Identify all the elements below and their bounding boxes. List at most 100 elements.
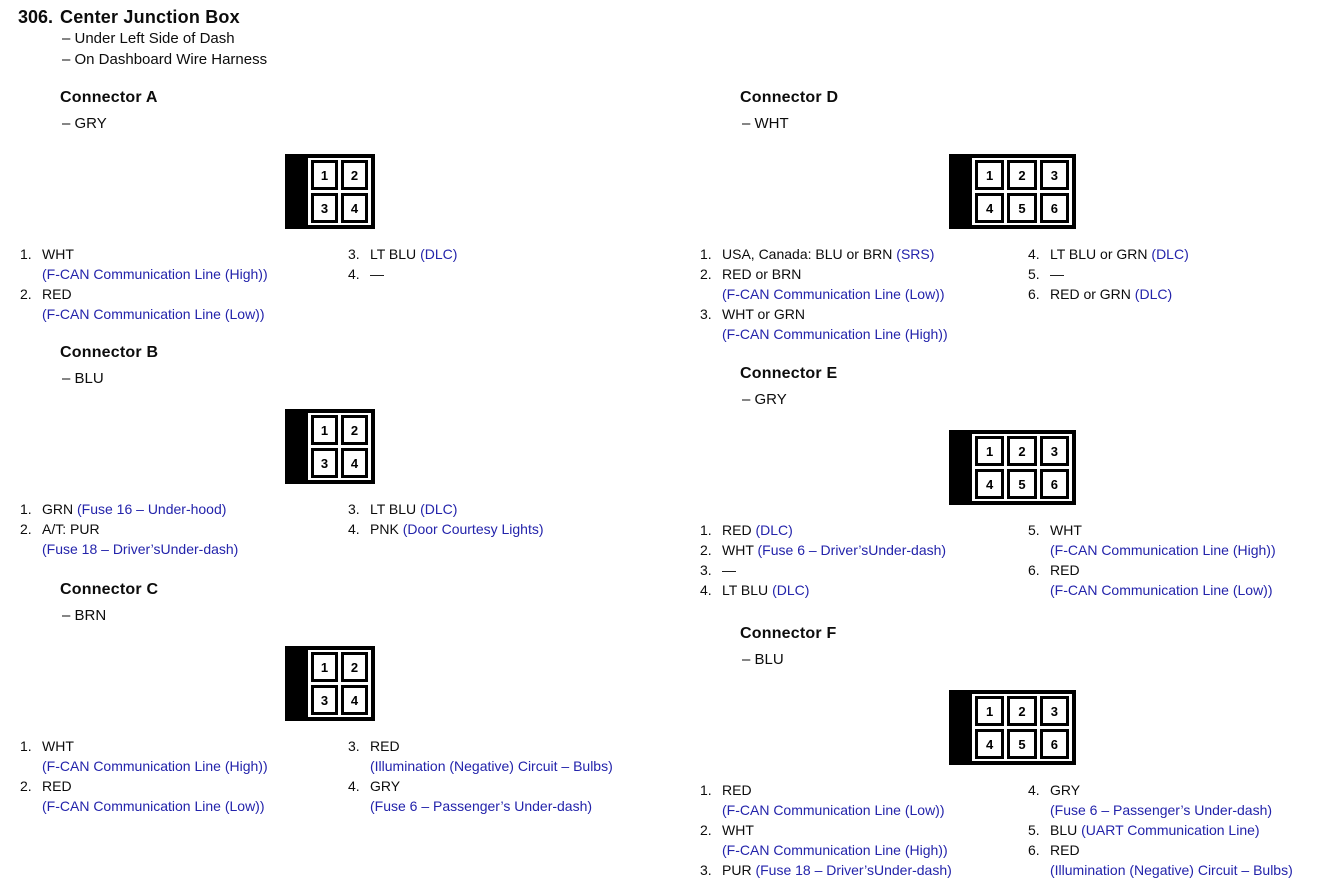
pin-cell: 2 [1007,436,1037,466]
connector-key-tab [953,434,972,501]
pin-circuit-line: (F-CAN Communication Line (Low)) [722,286,945,302]
pin-item: 5.WHT(F-CAN Communication Line (High)) [1028,520,1335,560]
pin-item: 1.RED (DLC) [700,520,1028,540]
pin-main-line: RED [722,780,1028,800]
connector-key-tab [289,650,308,717]
pin-cell: 5 [1007,729,1037,759]
pin-item: 3. LT BLU (DLC) [348,499,672,519]
pin-description: GRY(Fuse 6 – Passenger’s Under-dash) [1050,780,1335,820]
pin-number: 4. [348,778,360,794]
pin-wire-color: RED [1050,842,1080,858]
pin-circuit-label: (DLC) [420,501,458,517]
pin-wire-color: LT BLU [370,501,421,517]
pin-item: 2.WHT(F-CAN Communication Line (High)) [700,820,1028,860]
pin-description: LT BLU or GRN (DLC) [1050,244,1335,264]
pin-item: 1.USA, Canada: BLU or BRN (SRS) [700,244,1028,264]
pin-number: 3. [348,246,360,262]
pin-list-column: 1.USA, Canada: BLU or BRN (SRS)2.RED or … [680,244,1028,344]
pin-main-line: GRN (Fuse 16 – Under-hood) [42,499,348,519]
pin-description: RED or GRN (DLC) [1050,284,1335,304]
pin-list-column: 4.GRY(Fuse 6 – Passenger’s Under-dash)5.… [1028,780,1335,880]
pin-main-line: — [1050,264,1335,284]
pin-list: 1.GRN (Fuse 16 – Under-hood)2.A/T: PUR(F… [0,499,672,559]
pin-item: 3. — [700,560,1028,580]
section-number: 306. [18,7,54,27]
pin-number: 3. [348,738,360,754]
pin-main-line: WHT [42,736,348,756]
pin-cell: 1 [311,652,338,682]
pin-list-column: 4.LT BLU or GRN (DLC)5.—6.RED or GRN (DL… [1028,244,1335,304]
pin-list: 1.RED (DLC)2.WHT (Fuse 6 – Driver’sUnder… [680,520,1335,600]
pin-main-line: WHT [722,820,1028,840]
pin-circuit-label: (Fuse 18 – Driver’sUnder-dash) [755,862,952,878]
pin-wire-color: USA, Canada: BLU or BRN [722,246,897,262]
pin-cell: 1 [975,160,1005,190]
pin-wire-color: WHT [1050,522,1082,538]
pin-main-line: A/T: PUR [42,519,348,539]
section-header: 306. Center Junction Box – Under Left Si… [18,6,267,70]
connector-title: Connector F [740,625,837,642]
connector-color-note: – BLU [742,651,784,668]
pin-number: 1. [20,738,32,754]
pin-list-column: 1.RED (DLC)2.WHT (Fuse 6 – Driver’sUnder… [680,520,1028,600]
pin-circuit-line: (Illumination (Negative) Circuit – Bulbs… [370,758,613,774]
pin-number: 2. [20,286,32,302]
pin-number: 4. [348,521,360,537]
pin-item: 2.RED or BRN(F-CAN Communication Line (L… [700,264,1028,304]
pin-cell: 2 [341,415,368,445]
pin-number: 3. [348,501,360,517]
pin-number: 6. [1028,842,1040,858]
pin-circuit-line: (F-CAN Communication Line (High)) [722,842,948,858]
connector-color-note: – WHT [742,115,789,132]
pin-circuit-line: (F-CAN Communication Line (High)) [722,326,948,342]
pin-circuit-line: (F-CAN Communication Line (Low)) [42,306,265,322]
pin-circuit-line: (Fuse 6 – Passenger’s Under-dash) [370,798,593,814]
pin-main-line: — [722,560,1028,580]
pin-list: 1.USA, Canada: BLU or BRN (SRS)2.RED or … [680,244,1335,344]
pin-main-line: RED [42,284,348,304]
pin-number: 1. [20,246,32,262]
pin-wire-color: WHT [722,542,758,558]
connector-key-tab [289,413,308,480]
pin-description: RED (DLC) [722,520,1028,540]
pin-main-line: RED [1050,840,1335,860]
pin-main-line: BLU (UART Communication Line) [1050,820,1335,840]
pin-wire-color: GRY [370,778,401,794]
pin-description: GRY (Fuse 6 – Passenger’s Under-dash) [370,776,672,816]
pin-description: RED (F-CAN Communication Line (Low)) [42,284,348,324]
pin-cell: 3 [311,685,338,715]
pin-number: 1. [700,782,712,798]
pin-main-line: RED (DLC) [722,520,1028,540]
pin-cell: 6 [1039,193,1069,223]
pin-item: 5. — [1028,264,1335,284]
pin-circuit-label: (DLC) [1134,286,1173,302]
pin-circuit-label: (DLC) [420,246,458,262]
pin-wire-color: RED [42,286,72,302]
pin-number: 3. [700,562,712,578]
pin-number: 4. [1028,246,1040,262]
pin-circuit-line: (F-CAN Communication Line (High)) [42,758,268,774]
pin-wire-color: WHT [42,738,74,754]
pin-wire-color: WHT [42,246,74,262]
pin-main-line: GRY [1050,780,1335,800]
pin-description: WHT (F-CAN Communication Line (High)) [42,736,348,776]
pin-circuit-line: (F-CAN Communication Line (High)) [42,266,268,282]
pin-cell: 3 [1039,436,1069,466]
connector-key-tab [953,694,972,761]
pin-item: 4. GRY (Fuse 6 – Passenger’s Under-dash) [348,776,672,816]
pin-wire-color: RED [1050,562,1080,578]
pin-number: 5. [1028,266,1040,282]
pin-item: 6.RED(F-CAN Communication Line (Low)) [1028,560,1335,600]
pin-list-column: 1.WHT(F-CAN Communication Line (High))2.… [0,736,348,816]
